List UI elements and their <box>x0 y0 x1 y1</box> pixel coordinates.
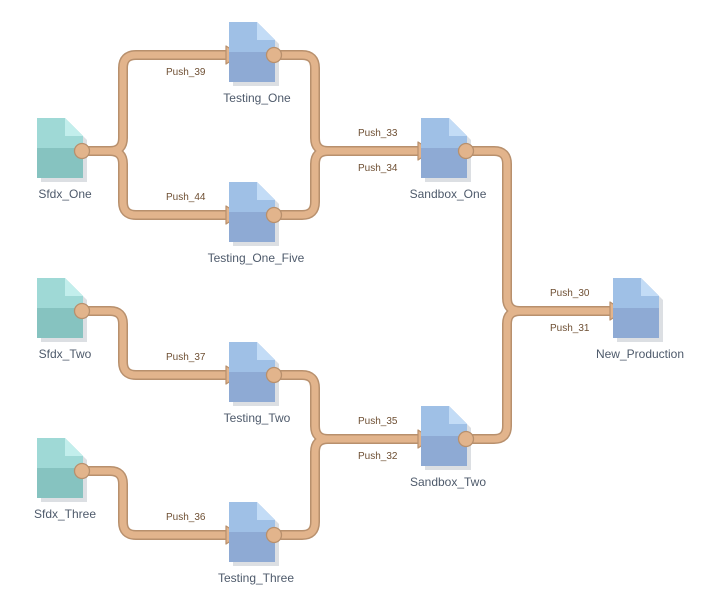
edge-label-push-35: Push_35 <box>358 416 398 427</box>
edge-outline-push-44 <box>77 146 235 220</box>
edge-label-push-36: Push_36 <box>166 512 206 523</box>
edge-outline-push-35 <box>269 370 427 444</box>
edge-label-push-44: Push_44 <box>166 192 206 203</box>
document-fold <box>257 502 275 520</box>
edge-push-31 <box>462 307 618 443</box>
node-testing-two[interactable] <box>229 342 279 406</box>
node-label-sfdx-two: Sfdx_Two <box>38 347 92 361</box>
node-label-testing-three: Testing_Three <box>217 571 295 585</box>
edge-push-44 <box>78 147 234 219</box>
edge-push-39 <box>78 51 234 155</box>
output-port[interactable] <box>457 430 475 448</box>
node-label-sfdx-three: Sfdx_Three <box>33 507 97 521</box>
edge-label-push-34: Push_34 <box>358 163 398 174</box>
edge-outline-push-30 <box>461 146 619 316</box>
edge-push-34 <box>270 147 426 219</box>
nodes-layer <box>37 22 663 566</box>
edge-push-30 <box>462 147 618 315</box>
document-fold <box>449 118 467 136</box>
edge-outline-push-34 <box>269 146 427 220</box>
node-sfdx-two[interactable] <box>37 278 87 342</box>
edge-outline-push-33 <box>269 50 427 156</box>
node-sandbox-one[interactable] <box>421 118 471 182</box>
edge-outline-push-36 <box>77 466 235 540</box>
edge-label-push-32: Push_32 <box>358 451 398 462</box>
edge-push-37 <box>78 307 234 379</box>
edge-label-push-30: Push_30 <box>550 288 590 299</box>
edge-label-push-37: Push_37 <box>166 352 206 363</box>
edge-label-push-31: Push_31 <box>550 323 590 334</box>
output-port[interactable] <box>73 462 91 480</box>
output-port[interactable] <box>73 302 91 320</box>
edges-layer <box>77 45 625 545</box>
document-icon-shade <box>613 308 659 338</box>
node-new-production[interactable] <box>613 278 663 342</box>
node-testing-three[interactable] <box>229 502 279 566</box>
edge-push-32 <box>270 435 426 539</box>
output-port[interactable] <box>265 366 283 384</box>
edge-outline-push-31 <box>461 306 619 444</box>
document-fold <box>257 182 275 200</box>
document-fold <box>641 278 659 296</box>
node-testing-one-five[interactable] <box>229 182 279 246</box>
node-label-new-production: New_Production <box>595 347 685 361</box>
edge-label-push-39: Push_39 <box>166 67 206 78</box>
edge-push-33 <box>270 51 426 155</box>
node-testing-one[interactable] <box>229 22 279 86</box>
node-label-testing-one: Testing_One <box>223 91 291 105</box>
output-port[interactable] <box>265 46 283 64</box>
document-fold <box>65 278 83 296</box>
node-sandbox-two[interactable] <box>421 406 471 470</box>
node-label-sandbox-two: Sandbox_Two <box>409 475 487 489</box>
document-fold <box>257 22 275 40</box>
output-port[interactable] <box>265 526 283 544</box>
document-fold <box>257 342 275 360</box>
edge-outline-push-37 <box>77 306 235 380</box>
node-sfdx-one[interactable] <box>37 118 87 182</box>
output-port[interactable] <box>265 206 283 224</box>
output-port[interactable] <box>457 142 475 160</box>
node-label-testing-one-five: Testing_One_Five <box>207 251 305 265</box>
edge-label-push-33: Push_33 <box>358 128 398 139</box>
node-sfdx-three[interactable] <box>37 438 87 502</box>
node-label-sfdx-one: Sfdx_One <box>38 187 92 201</box>
node-label-sandbox-one: Sandbox_One <box>409 187 487 201</box>
output-port[interactable] <box>73 142 91 160</box>
edge-outline-push-39 <box>77 50 235 156</box>
edge-outline-push-32 <box>269 434 427 540</box>
document-fold <box>65 118 83 136</box>
edge-push-36 <box>78 467 234 539</box>
edge-push-35 <box>270 371 426 443</box>
document-fold <box>65 438 83 456</box>
node-label-testing-two: Testing_Two <box>223 411 291 425</box>
document-fold <box>449 406 467 424</box>
